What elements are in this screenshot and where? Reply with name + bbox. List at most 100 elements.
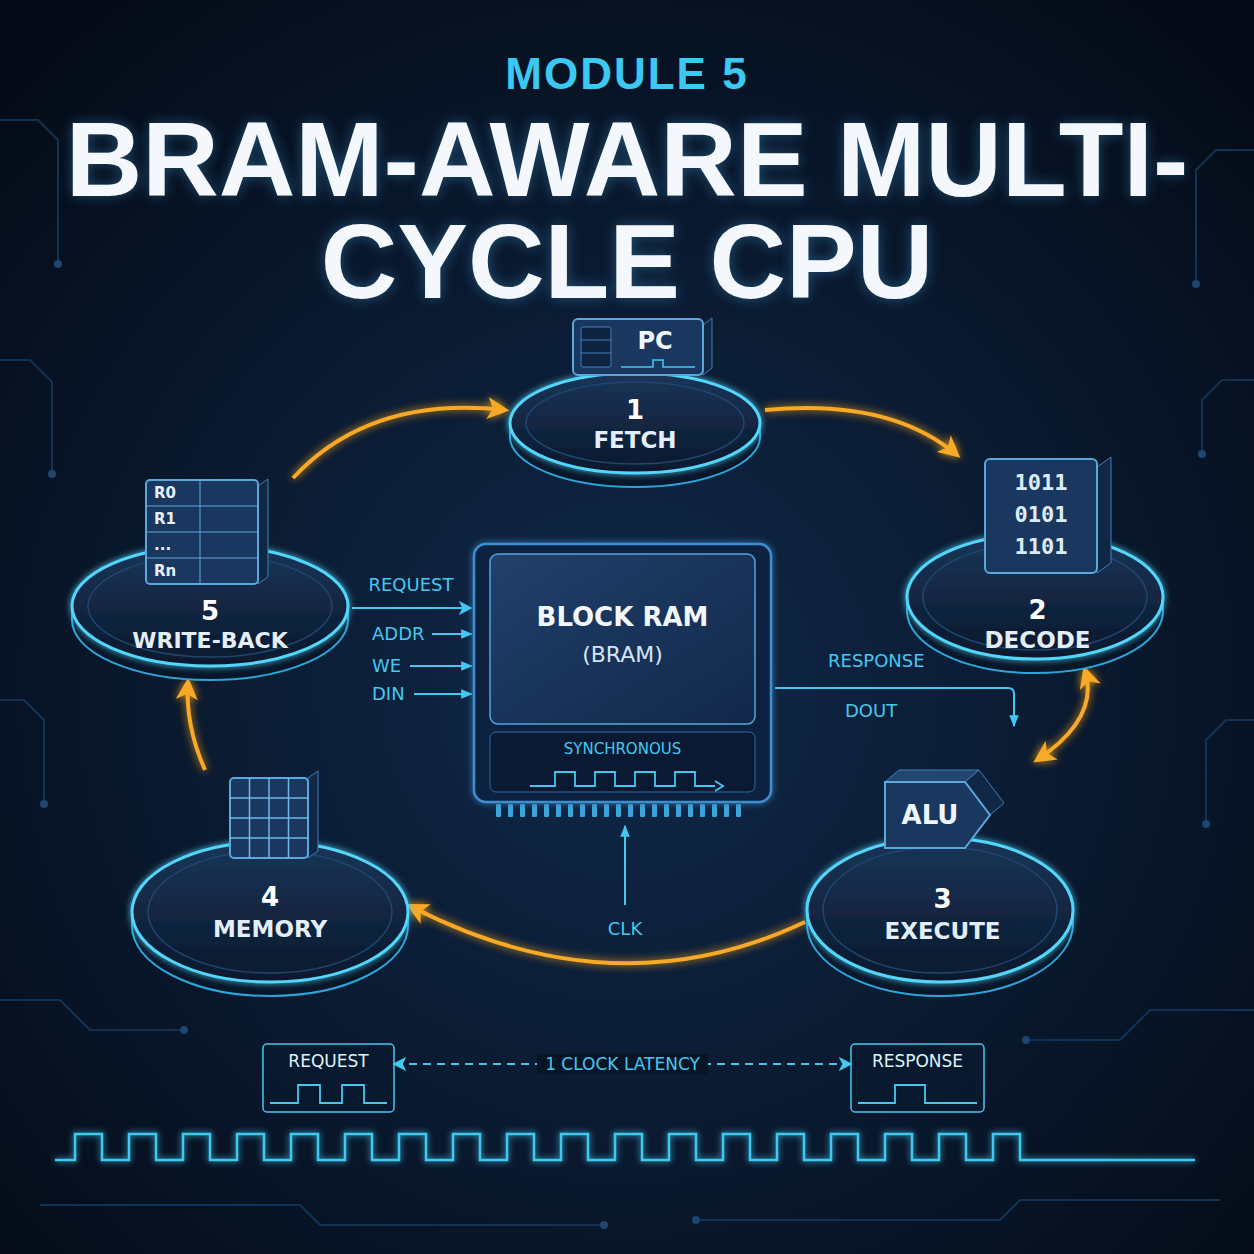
title: BRAM-AWARE MULTI-CYCLE CPU	[27, 108, 1227, 312]
path-part	[700, 1200, 1220, 1220]
circle-part	[1022, 1036, 1030, 1044]
rect-part	[556, 804, 561, 817]
rect-part	[496, 804, 501, 817]
connector	[410, 906, 805, 963]
rect-part	[573, 319, 703, 375]
rect-part	[490, 554, 755, 724]
rect-part	[736, 804, 741, 817]
path-part	[530, 772, 715, 786]
path-part	[1202, 380, 1254, 450]
rect-part	[532, 804, 537, 817]
line-part	[230, 817, 308, 819]
path-part	[624, 826, 626, 905]
rect-part	[628, 804, 633, 817]
node-text: 1	[505, 395, 765, 425]
path-part	[1206, 720, 1254, 820]
timing-box: RESPONSE	[850, 1043, 985, 1113]
line-part	[146, 506, 258, 507]
node-text: (BRAM)	[470, 642, 775, 668]
connector	[765, 408, 957, 455]
line-part	[581, 353, 611, 354]
memory-chip-shape	[470, 540, 775, 820]
circle-part	[692, 1216, 700, 1224]
path-part	[40, 1205, 600, 1225]
node-text: PC	[617, 327, 693, 355]
stage-disk: R0R1...Rn5WRITE-BACK	[68, 478, 352, 682]
rect-part	[263, 1044, 394, 1112]
connector	[188, 682, 205, 770]
ellipse-part	[148, 851, 392, 973]
node-text: SYNCHRONOUS	[470, 740, 775, 758]
node-text: ALU	[885, 800, 975, 830]
rect-part	[580, 804, 585, 817]
rect-part	[700, 804, 705, 817]
g-part	[230, 778, 308, 858]
stage-disk: ALU3EXECUTE	[805, 760, 1080, 998]
path-part	[308, 771, 318, 858]
rect-part	[474, 544, 771, 802]
circle-part	[1202, 820, 1210, 828]
rect-part	[508, 804, 513, 817]
path-part	[432, 633, 472, 635]
rect-part	[712, 804, 717, 817]
rect-part	[851, 1044, 984, 1112]
path-part	[775, 688, 1014, 726]
rect-part	[652, 804, 657, 817]
line-part	[200, 480, 201, 584]
memory-chip: BLOCK RAM (BRAM) SYNCHRONOUS	[470, 540, 775, 820]
node-text: ...	[154, 536, 171, 554]
circle-part	[40, 800, 48, 808]
circle-part	[180, 1026, 188, 1034]
node-text: R1	[154, 510, 176, 528]
signal-label: ADDR	[372, 623, 425, 645]
circle-part	[1198, 450, 1206, 458]
rect-part	[616, 804, 621, 817]
edge-label: 1 CLOCK LATENCY	[537, 1054, 708, 1074]
stage-disk-shape	[805, 760, 1080, 998]
path-part	[885, 782, 990, 848]
node-text: DECODE	[905, 627, 1170, 654]
rect-part	[664, 804, 669, 817]
path-part	[0, 700, 44, 800]
rect-part	[985, 459, 1097, 573]
path-part	[258, 479, 268, 584]
rect-part	[544, 804, 549, 817]
path-part	[0, 120, 58, 260]
rect-part	[520, 804, 525, 817]
node-text: MEMORY	[130, 916, 410, 943]
path-part	[1196, 150, 1254, 280]
signal-label: WE	[372, 655, 401, 677]
rect-part	[676, 804, 681, 817]
node-text: 2	[905, 595, 1170, 625]
signal-label: DIN	[372, 683, 405, 705]
timing-box: REQUEST	[262, 1043, 395, 1113]
signal-label: DOUT	[845, 700, 897, 722]
connector	[293, 408, 505, 478]
path-part	[414, 693, 472, 695]
connector	[352, 607, 470, 609]
node-text: FETCH	[505, 427, 765, 454]
path-part	[1097, 457, 1111, 573]
stage-disk: 1011 0101 11012DECODE	[905, 455, 1170, 670]
rect-part	[230, 778, 308, 858]
rect-part	[640, 804, 645, 817]
circle-part	[1192, 280, 1200, 288]
circle-part	[600, 1221, 608, 1229]
line-part	[230, 837, 308, 839]
node-text: 3	[805, 884, 1080, 914]
node-text: WRITE-BACK	[68, 628, 352, 654]
line-part	[581, 340, 611, 341]
rect-part	[604, 804, 609, 817]
path-part	[270, 1085, 387, 1103]
circle-part	[48, 470, 56, 478]
stage-disk: PC 1FETCH	[505, 315, 765, 490]
node-text: REQUEST	[262, 1051, 395, 1071]
path-part	[703, 318, 712, 375]
path-part	[715, 781, 723, 791]
path-part	[858, 1085, 977, 1103]
path-part	[0, 1000, 180, 1030]
rect-part	[568, 804, 573, 817]
node-text: BLOCK RAM	[470, 602, 775, 632]
